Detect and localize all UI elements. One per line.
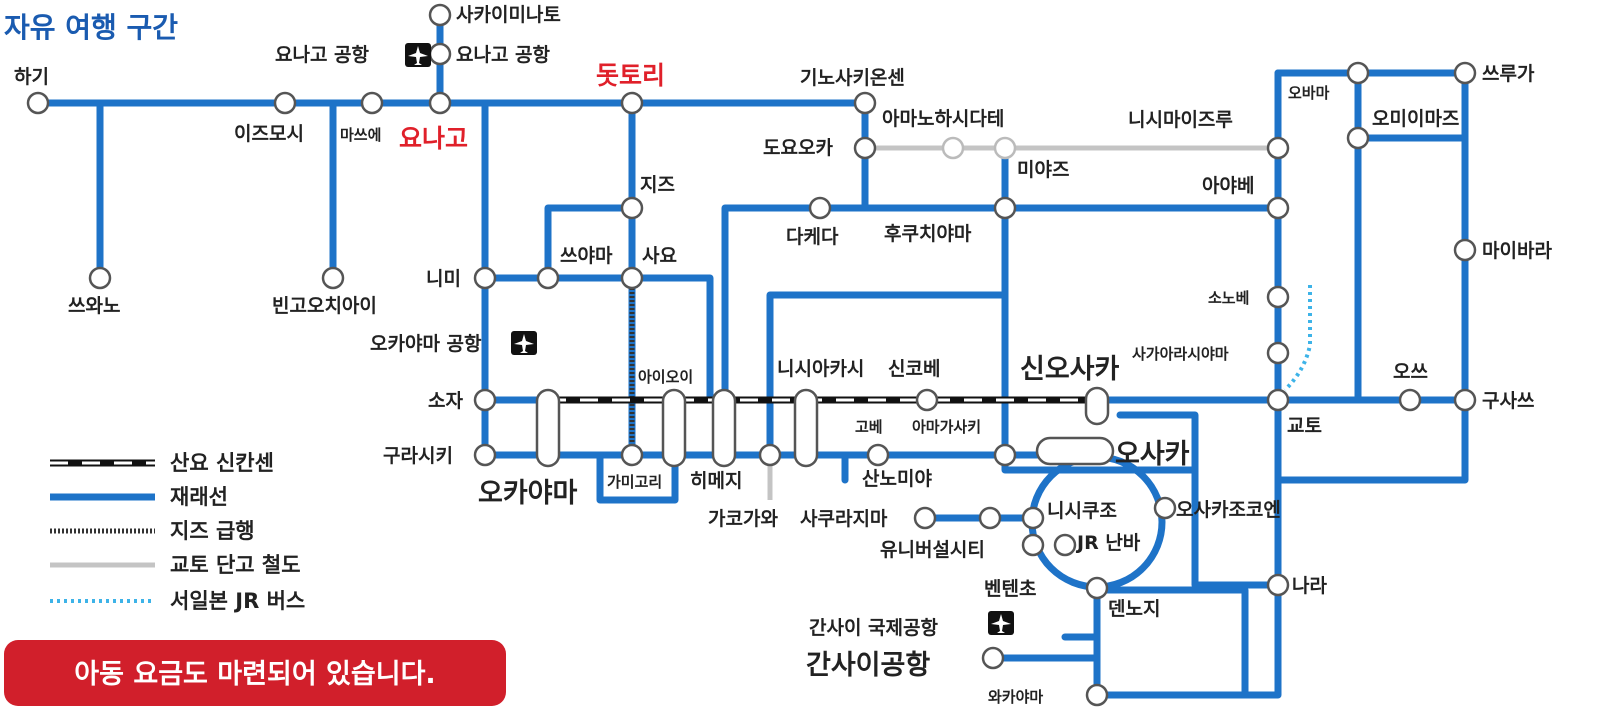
station-label-okayama-airport: 오카야마 공항 [370,333,482,355]
station-label-yonago-airport-1: 요나고 공항 [275,44,370,66]
station-label-kansai-intl-airport: 간사이 국제공항 [809,617,938,639]
legend-item-sanyo-shinkansen: 산요 신칸센 [50,451,274,475]
station-label-sannomiya: 산노미야 [862,468,932,490]
station-label-shinosaka: 신오사카 [1020,354,1120,385]
station-label-fukuchiyama: 후쿠치야마 [884,223,972,245]
station-label-kakogawa: 가코가와 [708,508,778,530]
legend-item-chizu-express: 지즈 급행 [50,519,255,543]
kyoto-tango-line [767,145,1278,500]
station-label-tottori: 돗토리 [596,61,665,90]
station-label-kyoto: 교토 [1287,415,1322,437]
station-label-tsuyama: 쓰야마 [560,245,613,267]
station-label-sakaiminato: 사카이미나토 [456,4,561,26]
station-label-nishiakashi: 니시아카시 [777,358,864,380]
station-label-toyooka: 도요오카 [763,137,833,159]
station-label-kurashiki: 구라시키 [383,445,453,467]
station-label-hagi: 하기 [14,66,49,88]
shinkansen-stops [535,386,1115,468]
map-title: 자유 여행 구간 [4,11,178,44]
station-label-amanohashidate: 아마노하시다테 [882,108,1004,130]
station-label-miyazu: 미야즈 [1017,159,1069,181]
legend-label-conventional: 재래선 [170,485,228,509]
legend-label-chizu-express: 지즈 급행 [170,519,255,543]
station-label-takeda: 다케다 [786,226,839,248]
station-label-sagaarashiyama: 사가아라시야마 [1132,345,1229,363]
station-label-kinosakionsen: 기노사키온센 [800,67,905,89]
station-label-osaka: 오사카 [1115,439,1190,470]
station-label-okayama: 오카야마 [478,478,578,509]
legend-item-conventional: 재래선 [50,485,228,509]
legend: 산요 신칸센 재래선 지즈 급행 교토 단고 철도 서일본 JR 버스 [50,451,305,613]
legend-label-kyoto-tango: 교토 단고 철도 [170,553,301,577]
station-label-kansai-airport: 간사이공항 [806,650,930,681]
legend-label-sanyo-shinkansen: 산요 신칸센 [170,451,274,475]
station-label-wakayama: 와카야마 [988,688,1043,706]
station-label-nishikujo: 니시쿠조 [1047,500,1117,522]
station-label-nishimaizuru: 니시마이즈루 [1128,109,1233,131]
station-label-jrnamba: JR 난바 [1075,532,1141,554]
station-label-yonago-airport-2: 요나고 공항 [456,44,551,66]
station-label-yonago: 요나고 [399,124,468,153]
station-label-bentencho: 벤텐초 [984,578,1036,600]
station-label-omiimaizu: 오미이마즈 [1372,108,1459,130]
station-label-obama: 오바마 [1288,84,1330,102]
airplane-icon [405,43,431,67]
station-label-shinkobe: 신코베 [888,358,940,380]
station-label-chizu: 지즈 [640,174,675,196]
station-label-binkoochiai: 빈고오치아이 [272,295,377,317]
station-label-sawano: 쓰와노 [68,295,120,317]
station-label-kobe: 고베 [855,418,883,436]
station-label-sonobe: 소노베 [1208,289,1249,307]
station-label-sakurajima: 사쿠라지마 [800,508,888,530]
station-label-universalcity: 유니버설시티 [880,539,985,561]
station-label-sayo: 사요 [642,245,677,267]
station-label-tsuruga: 쓰루가 [1482,63,1535,85]
station-label-izumoshi: 이즈모시 [234,123,304,145]
stations [26,3,1477,707]
station-label-maibara: 마이바라 [1482,240,1552,262]
airplane-icon [988,611,1014,635]
station-label-tennoji: 덴노지 [1108,598,1160,620]
westjr-bus-line [1283,78,1360,392]
station-label-osakajokoen: 오사카조코엔 [1176,499,1281,521]
station-label-kamigori: 가미고리 [607,473,662,491]
station-label-himeji: 히메지 [690,470,742,492]
station-label-soja: 소자 [428,390,463,412]
station-label-masee: 마쓰에 [340,126,381,144]
legend-item-kyoto-tango: 교토 단고 철도 [50,553,301,577]
station-label-ayabe: 아야베 [1202,175,1254,197]
station-label-otsu: 오쓰 [1393,361,1428,383]
station-label-aioi: 아이오이 [638,368,693,386]
legend-label-westjr-bus: 서일본 JR 버스 [170,589,305,613]
station-label-kusatsu: 구사쓰 [1482,390,1534,412]
airplane-icon [511,331,537,355]
legend-item-westjr-bus: 서일본 JR 버스 [50,589,305,613]
notice-banner: 아동 요금도 마련되어 있습니다. [4,640,506,706]
station-label-niimi: 니미 [426,268,461,290]
station-label-amagasaki: 아마가사키 [912,418,981,436]
station-labels: 하기 쓰와노 이즈모시 빈고오치아이 마쓰에 요나고 사카이미나토 요나고 공항… [14,4,1552,706]
notice-text: 아동 요금도 마련되어 있습니다. [74,659,435,690]
station-label-nara: 나라 [1292,575,1327,597]
